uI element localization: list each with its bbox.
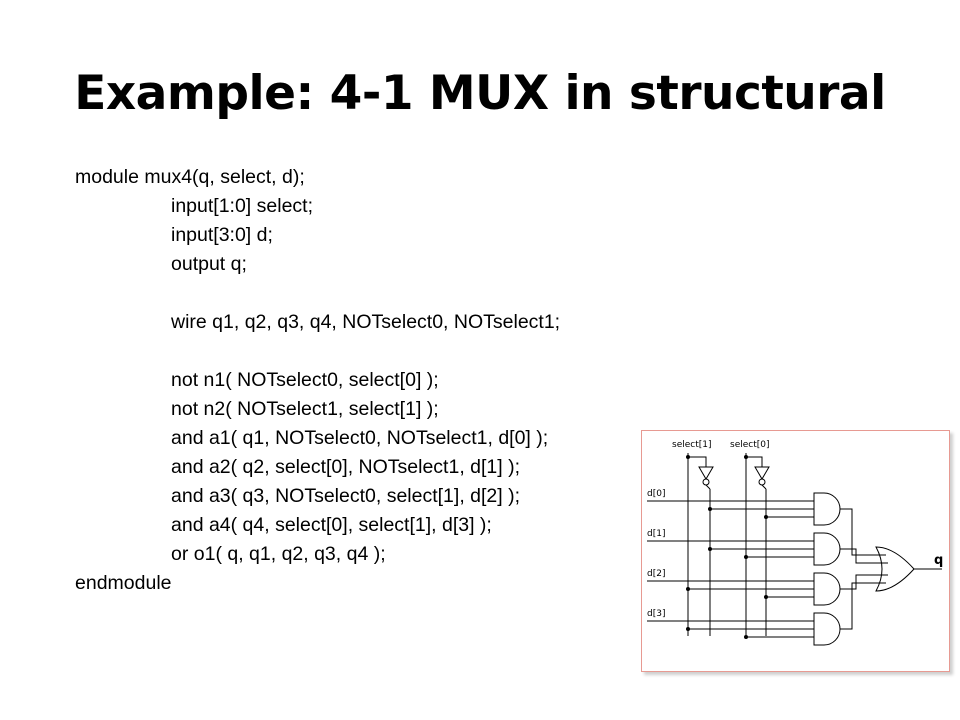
mux-circuit-diagram: select[1] select[0] d[0] d[1] d[2] d[3] … (647, 440, 943, 646)
junction-dot (764, 515, 768, 519)
and-gate-a3 (813, 572, 841, 606)
d0-label: d[0] (647, 489, 665, 499)
junction-dot (744, 455, 748, 459)
select0-label: select[0] (730, 440, 770, 450)
mux-circuit-figure: select[1] select[0] d[0] d[1] d[2] d[3] … (641, 430, 950, 672)
d3-label: d[3] (647, 609, 665, 619)
junction-dot (686, 587, 690, 591)
code-line-10: and a1( q1, NOTselect0, NOTselect1, d[0]… (171, 427, 549, 449)
q2-wire (840, 548, 888, 564)
junction-dot (764, 595, 768, 599)
not-n2-out (705, 484, 711, 490)
code-line-6: wire q1, q2, q3, q4, NOTselect0, NOTsele… (171, 311, 561, 333)
junction-dot (686, 455, 690, 459)
code-line-12: and a3( q3, NOTselect0, select[1], d[2] … (171, 485, 521, 507)
junction-dot (708, 547, 712, 551)
code-line-9: not n2( NOTselect1, select[1] ); (171, 398, 439, 420)
code-line-blank-1 (75, 279, 560, 308)
d1-label: d[1] (647, 529, 665, 539)
junction-dots (686, 455, 768, 639)
or-gate-o1 (875, 546, 915, 592)
code-line-11: and a2( q2, select[0], NOTselect1, d[1] … (171, 456, 521, 478)
slide-title: Example: 4-1 MUX in structural (74, 66, 886, 121)
d2-label: d[2] (647, 569, 665, 579)
junction-dot (744, 635, 748, 639)
not-n1-out (761, 484, 767, 490)
junction-dot (744, 555, 748, 559)
code-line-blank-2 (75, 337, 560, 366)
code-line-4: output q; (171, 253, 247, 275)
select0-branch (746, 456, 763, 467)
code-line-8: not n1( NOTselect0, select[0] ); (171, 369, 439, 391)
code-line-3: input[3:0] d; (171, 224, 273, 246)
verilog-code-block: module mux4(q, select, d); input[1:0] se… (75, 163, 560, 598)
code-line-15: endmodule (75, 572, 172, 594)
code-line-2: input[1:0] select; (171, 195, 314, 217)
and-gate-a4 (813, 612, 841, 646)
and-gate-a2 (813, 532, 841, 566)
code-line-14: or o1( q, q1, q2, q3, q4 ); (171, 543, 386, 565)
code-line-1: module mux4(q, select, d); (75, 166, 305, 188)
select1-label: select[1] (672, 440, 712, 450)
not-gate-n1 (754, 466, 770, 480)
not-gate-n2 (698, 466, 714, 480)
q3-wire (840, 574, 888, 590)
junction-dot (686, 627, 690, 631)
q-output-label: q (934, 553, 943, 568)
q1-wire (840, 508, 886, 556)
q4-wire (840, 582, 886, 630)
select1-branch (688, 456, 707, 467)
code-line-13: and a4( q4, select[0], select[1], d[3] )… (171, 514, 492, 536)
and-gate-a1 (813, 492, 841, 526)
junction-dot (708, 507, 712, 511)
